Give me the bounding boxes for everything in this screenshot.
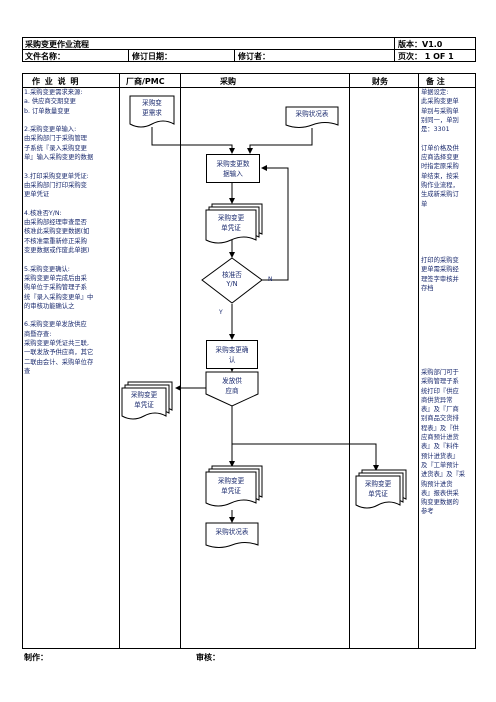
made-by-label: 制作： [24, 653, 48, 662]
remark-line: 存档 [421, 284, 434, 292]
document-title: 采购变更作业流程 [25, 40, 89, 49]
flow-voucher-document: 采购变更 单凭证 [206, 210, 256, 236]
description-line: 统『录入采购变更单』中 [24, 293, 94, 301]
remark-line: 表』及『料件 [421, 443, 459, 451]
remark-line: 别同一，单别 [421, 116, 459, 124]
description-line: 由采购部经理审查是否 [24, 219, 87, 227]
description-line: 二联由会计、采购单位存 [24, 358, 94, 366]
flow-vendor-voucher: 采购变更 单凭证 [122, 388, 166, 412]
file-name-label: 文件名称： [25, 52, 65, 61]
description-line: 由采购部门于采购管理 [24, 135, 87, 143]
col-finance-header: 财务 [372, 77, 388, 86]
flow-purchase-voucher: 采购变更 单凭证 [206, 472, 256, 499]
flow-finance-voucher: 采购变更 单凭证 [356, 476, 400, 501]
description-line: 商暨存查: [24, 330, 52, 338]
flow-label-purchase-voucher: 采购变更 单凭证 [217, 476, 245, 495]
remark-line: 采购部门可于 [421, 369, 459, 376]
description-line: 4.核准否Y/N: [24, 209, 62, 217]
remark-line: 时指定原采购 [421, 163, 459, 171]
remark-line: 应商选择变更 [421, 154, 459, 162]
flow-label-vendor-voucher: 采购变更 单凭证 [130, 391, 158, 409]
remark-line: 理签字审核并 [421, 275, 459, 283]
flow-status-report-bottom: 采购状况表 [215, 528, 249, 536]
flow-label-input: 采购变更数 据输入 [216, 159, 250, 178]
remark-line: 单别与采购单 [421, 107, 459, 115]
col-remark-header: 备 注 [426, 77, 445, 86]
flow-confirm-process: 采购变更确 认 [206, 340, 258, 369]
remark-line: 及『工单预计 [421, 461, 459, 469]
remark-line: 预计进货表』 [421, 452, 459, 460]
description-line: 查 [24, 367, 31, 375]
description-line: 由采购部门打印采购变 [24, 181, 87, 189]
flow-label-confirm: 采购变更确 认 [215, 345, 249, 364]
flow-yes-label: Y [219, 309, 223, 316]
page-label: 页次： 1 OF 1 [398, 52, 454, 61]
remark-block-print: 打印的采购变更单需采购经理签字审核并存档 [421, 256, 459, 293]
flow-input-process: 采购变更数 据输入 [206, 154, 260, 183]
flow-label-issue: 发放供 应商 [222, 377, 242, 395]
flow-label-finance-voucher: 采购变更 单凭证 [364, 479, 392, 498]
remark-line: 是：3301 [421, 126, 450, 134]
remark-line: 进货表』及『采 [421, 471, 466, 479]
remark-line: 参考 [421, 508, 434, 516]
remark-line: 生成新采购订 [421, 191, 459, 199]
description-line: 子系统『录入采购变更 [24, 144, 87, 152]
remark-line: 表』报表供采 [421, 489, 459, 497]
remark-line: 订单价格及供 [421, 144, 459, 152]
remark-line: 单据设定: [421, 89, 449, 96]
remark-line: 表』及『厂商 [421, 406, 459, 414]
flow-label-voucher: 采购变更 单凭证 [217, 214, 245, 232]
remark-line: 打印的采购变 [421, 257, 459, 264]
description-line: b. 订单数量变更 [24, 107, 70, 115]
remark-block-reports: 采购部门可于采购管理子系统打印『供应商供货异常表』及『厂商别商品交货排程表』及『… [421, 368, 465, 517]
revise-date-label: 修订日期： [132, 52, 172, 61]
reviser-label: 修订者： [238, 52, 270, 61]
description-line: a. 供应商交期变更 [24, 98, 76, 106]
remark-line: 程表』及『供 [421, 424, 459, 432]
remark-line: 购预计进货 [421, 480, 453, 488]
description-line: 不核准需重新修正采购 [24, 237, 87, 245]
remark-block-settings: 单据设定: 此采购变更单单别与采购单别同一，单别是：3301 订单价格及供应商选择… [421, 88, 459, 209]
flow-label-demand: 采购变 更需求 [142, 99, 162, 117]
description-line: 一联发放予供应商，其它 [24, 349, 94, 357]
remark-line: 应商预计进货 [421, 434, 459, 442]
flow-demand-document: 采购变 更需求 [130, 96, 174, 120]
flow-approve-decision: 核准否 Y/N [210, 268, 254, 292]
remark-line: 商供货异常 [421, 396, 453, 404]
description-line: 的审核功能确认之 [24, 302, 75, 310]
description-line: 2.采购变更单输入: [24, 126, 77, 134]
description-line: 1.采购变更需求来源: [24, 89, 83, 96]
description-line: 变更数据或作废此单据) [24, 247, 90, 255]
description-line: 更单凭证 [24, 191, 50, 199]
remark-line: 统打印『供应 [421, 387, 459, 395]
remark-line: 别商品交货排 [421, 415, 459, 423]
version-label: 版本：V1.0 [398, 40, 443, 49]
description-line: 购单位于采购管理子系 [24, 284, 87, 292]
description-line: 核准此采购变更数据(如 [24, 228, 90, 236]
description-line: 5.采购变更确认: [24, 265, 70, 273]
remark-line: 购作业流程， [421, 181, 459, 189]
description-line: 3.打印采购变更单凭证: [24, 172, 89, 180]
remark-line: 单 [421, 200, 428, 208]
description-line: 单』输入采购变更的数据 [24, 154, 94, 162]
flow-issue-connector: 发放供 应商 [206, 374, 258, 398]
flow-label-approve: 核准否 Y/N [222, 271, 242, 288]
remark-line: 购变更数据的 [421, 499, 459, 507]
col-desc-header: 作 业 说 明 [32, 77, 80, 86]
col-purchase-header: 采购 [220, 77, 236, 86]
description-line: 6.采购变更单发放供应 [24, 321, 87, 329]
remark-line: 更单需采购经 [421, 266, 459, 274]
flow-status-report-top: 采购状况表 [295, 110, 329, 118]
remark-line: 采购管理子系 [421, 378, 459, 386]
flow-no-label: N [268, 276, 273, 283]
remark-line: 单结束，按采 [421, 172, 459, 180]
col-vendor-header: 厂商/PMC [126, 77, 165, 86]
description-line: 采购变更单完成后由采 [24, 274, 87, 282]
remark-line: 此采购变更单 [421, 98, 459, 106]
reviewed-by-label: 审核： [196, 653, 220, 662]
description-line: 采购变更单凭证共三联, [24, 340, 89, 348]
